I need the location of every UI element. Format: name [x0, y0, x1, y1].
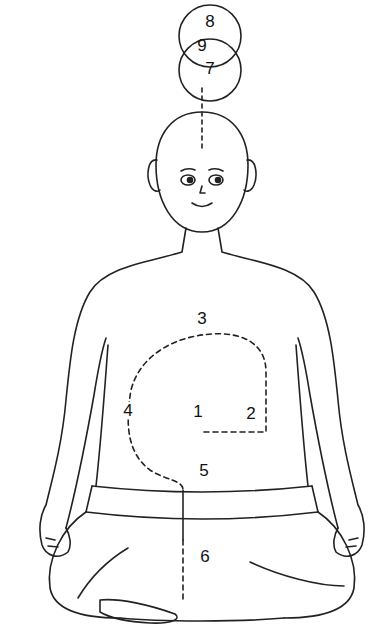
- callout-number: 5: [198, 462, 209, 479]
- circle-number: 7: [178, 60, 242, 77]
- left-pupil: [188, 178, 193, 183]
- circle-outline: [179, 5, 241, 67]
- belt-bottom: [86, 512, 318, 519]
- callout-number: 6: [199, 548, 210, 565]
- circle-node: 7: [178, 38, 242, 102]
- right-ear: [244, 160, 256, 191]
- right-torso: [296, 345, 308, 486]
- nose: [200, 186, 205, 193]
- right-inner-arm: [298, 338, 338, 528]
- foot: [100, 600, 177, 623]
- belt-top: [92, 486, 312, 492]
- left-eye: [181, 175, 195, 185]
- callout-number: 1: [192, 403, 203, 420]
- callout-number: 9: [196, 37, 207, 54]
- callout-number: 3: [196, 310, 207, 327]
- left-fingers: [46, 538, 58, 547]
- right-pupil: [216, 178, 221, 183]
- mouth: [192, 203, 212, 207]
- head-outline: [156, 112, 248, 232]
- circle-number: 8: [178, 13, 242, 30]
- crown-line: [201, 88, 203, 150]
- left-ear: [148, 160, 160, 191]
- right-arm-outline: [218, 228, 364, 556]
- left-leg: [49, 512, 120, 618]
- circle-outline: [179, 39, 241, 101]
- callout-number: 2: [245, 405, 256, 422]
- belt-ends: [86, 486, 318, 512]
- leg-fold: [250, 562, 344, 586]
- right-brow: [209, 169, 223, 171]
- circle-node: 8: [178, 4, 242, 68]
- left-torso: [96, 345, 108, 486]
- left-brow: [181, 169, 195, 171]
- leg-fold: [78, 548, 128, 598]
- energy-path: [128, 334, 266, 490]
- left-arm-outline: [40, 228, 186, 556]
- right-eye: [209, 175, 223, 185]
- left-inner-arm: [66, 338, 106, 528]
- energy-path: [182, 540, 184, 600]
- energy-path: [182, 490, 184, 540]
- right-fingers: [346, 538, 358, 547]
- lap-bottom: [120, 618, 284, 621]
- right-leg: [284, 512, 355, 618]
- callout-number: 4: [122, 402, 133, 419]
